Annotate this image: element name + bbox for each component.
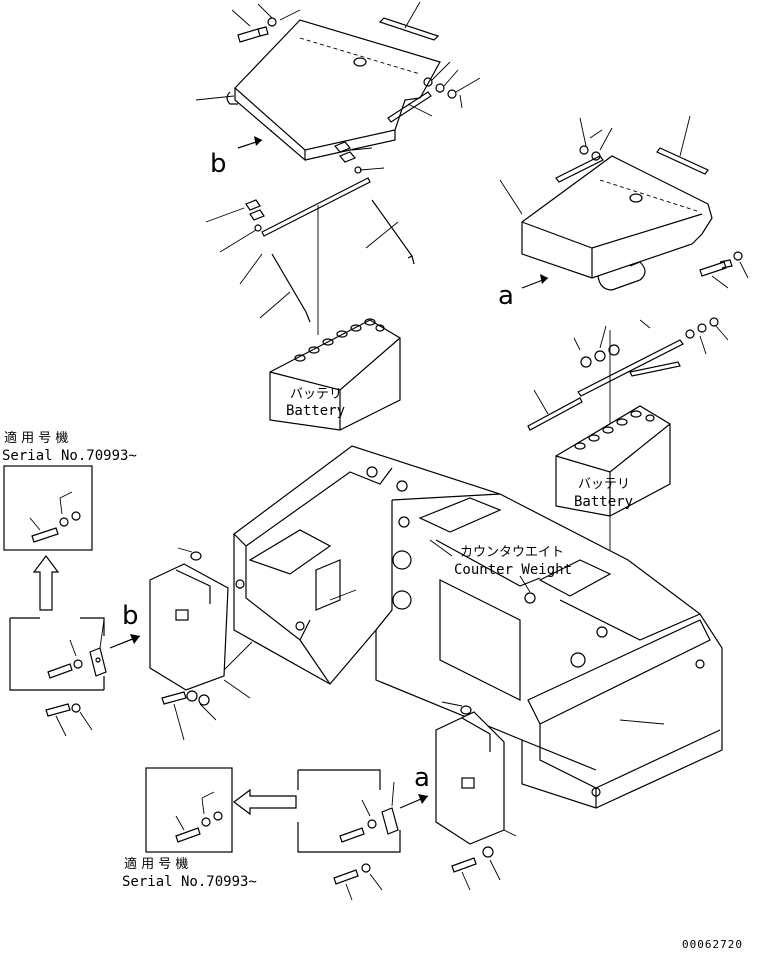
svg-text:.: . bbox=[268, 122, 276, 135]
detail-box-left-lower bbox=[9, 617, 107, 737]
battery-left-jp-label: バッテリ bbox=[290, 387, 342, 402]
serial-bottom-jp-label: 適 用 号 機 bbox=[124, 856, 188, 872]
side-cover-left: b bbox=[109, 547, 253, 741]
detail-box-left-upper: 適 用 号 機 Serial No.70993~ bbox=[2, 430, 137, 551]
battery-cover-right: a bbox=[498, 115, 749, 311]
counterweight-jp-label: カウンタウエイト bbox=[460, 545, 564, 560]
detail-box-bottom-left: 適 用 号 機 Serial No.70993~ bbox=[122, 767, 257, 890]
drawing-number: 00062720 bbox=[682, 938, 743, 951]
battery-left: バッテリ Battery bbox=[269, 318, 401, 431]
serial-bottom-en-label: Serial No.70993~ bbox=[122, 874, 257, 890]
battery-right-jp-label: バッテリ bbox=[578, 477, 630, 492]
battery-hold-down-left bbox=[205, 141, 415, 335]
callout-a-bottom-label: a bbox=[414, 763, 430, 793]
battery-cover-left: b . bbox=[195, 1, 481, 179]
side-cover-bottom: a bbox=[399, 701, 517, 891]
callout-b-label: b bbox=[210, 149, 227, 179]
serial-top-en-label: Serial No.70993~ bbox=[2, 448, 137, 464]
battery-right-en-label: Battery bbox=[574, 494, 633, 510]
detail-box-bottom-right bbox=[297, 769, 401, 901]
counterweight: カウンタウエイト Counter Weight bbox=[233, 445, 723, 809]
battery-right: バッテリ Battery bbox=[555, 405, 671, 517]
callout-a-label: a bbox=[498, 281, 514, 311]
serial-top-jp-label: 適 用 号 機 bbox=[4, 430, 68, 446]
counterweight-en-label: Counter Weight bbox=[454, 562, 572, 578]
callout-b-side-label: b bbox=[122, 601, 139, 631]
detail-arrow-left bbox=[233, 788, 297, 816]
battery-left-en-label: Battery bbox=[286, 403, 345, 419]
detail-arrow-up bbox=[32, 555, 60, 611]
